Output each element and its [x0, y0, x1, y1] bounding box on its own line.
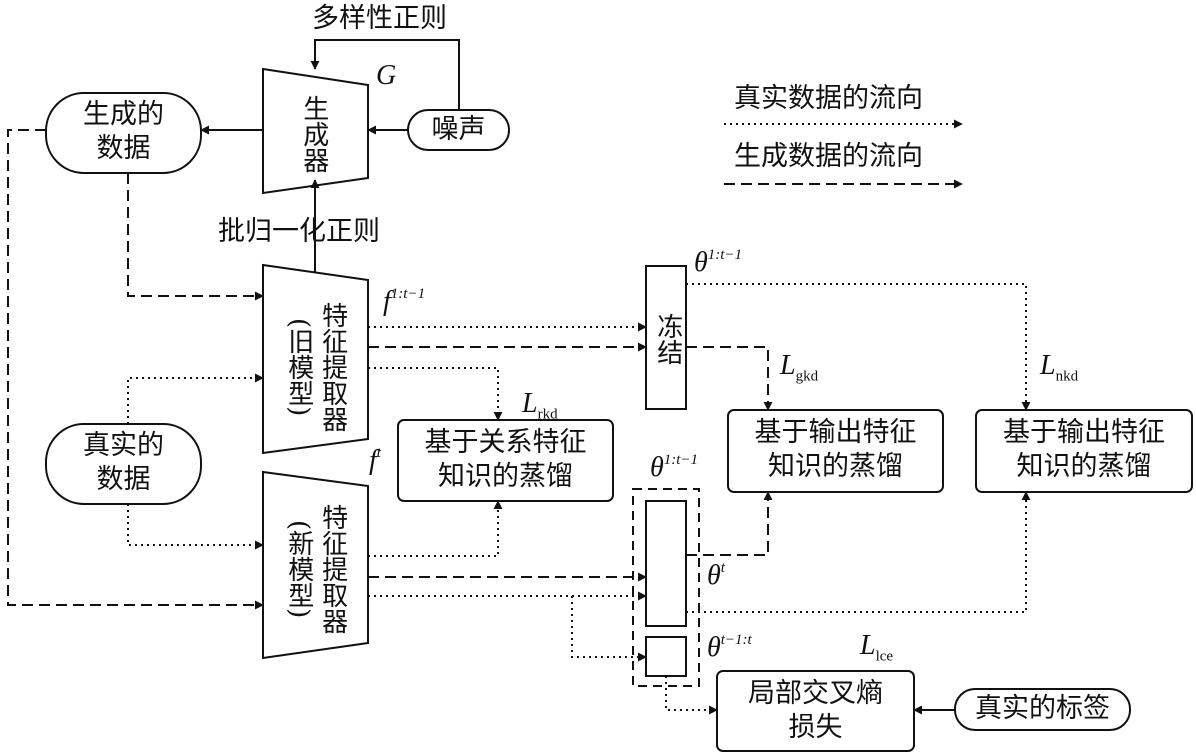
head-to-gkd-arrow: [686, 491, 773, 556]
output-distill-label-g: 基于输出特征 知识的蒸馏: [754, 417, 917, 482]
output-distill-box-n: [975, 409, 1193, 493]
new-head-old-classes: [645, 500, 687, 627]
output-distill-label-n: 基于输出特征 知识的蒸馏: [1003, 417, 1165, 482]
relation-distill-box: [397, 419, 614, 502]
new-head-group: [632, 488, 700, 687]
real-data-node: [45, 423, 202, 505]
legend-real-flow-label: 真实数据的流向: [734, 83, 923, 114]
relation-distill-label: 基于关系特征 知识的蒸馏: [424, 427, 587, 492]
theta-t-label: θt: [707, 560, 725, 591]
diversity-reg-label: 多样性正则: [312, 3, 447, 34]
head-to-nkd-arrow: [686, 491, 1031, 613]
new-extractor-label: 特征提取器 (新模型): [283, 504, 348, 634]
legend-generated-flow-label: 生成数据的流向: [734, 141, 923, 172]
new-ext-to-rkd-arrow: [368, 500, 503, 557]
noise-label: 噪声: [431, 114, 486, 145]
generated-data-label: 生成的 数据: [83, 99, 164, 164]
real-labels-label: 真实的标签: [975, 693, 1110, 724]
new-head-new-classes: [645, 636, 687, 677]
old-extractor-label: 特征提取器 (旧模型): [283, 302, 348, 432]
old-extractor-shape: [262, 263, 369, 455]
theta-old-box-label: θ1:t−1: [650, 452, 699, 483]
theta-old-top-label: θ1:t−1: [694, 247, 743, 278]
freeze-label: 冻结: [652, 313, 683, 365]
generator-shape: [262, 67, 369, 195]
f-old-label: f1:t−1: [383, 286, 426, 317]
real-to-old-extractor-arrow: [127, 373, 264, 424]
generator-label: 生成器: [298, 95, 329, 173]
f-new-label: ft: [369, 445, 381, 476]
freeze-block: [645, 265, 687, 410]
local-ce-label: 局部交叉熵 损失: [748, 678, 883, 743]
output-distill-box-g: [727, 409, 944, 493]
theta-tm1-label: θt−1:t: [707, 632, 752, 663]
L-lce-label: Llce: [860, 630, 894, 665]
L-rkd-label: Lrkd: [522, 388, 558, 423]
generator-symbol: G: [376, 60, 397, 91]
gen-to-old-extractor-arrow: [127, 173, 264, 301]
new-ext-to-new-classes-arrow: [571, 596, 647, 662]
diversity-reg-arrow: [310, 39, 460, 110]
real-to-new-extractor-arrow: [127, 504, 264, 550]
gen-to-new-extractor-arrow: [7, 129, 264, 610]
new-classes-to-loss-arrow: [665, 676, 718, 715]
bn-reg-label: 批归一化正则: [218, 216, 380, 247]
L-gkd-label: Lgkd: [780, 350, 819, 385]
freeze-to-gkd-arrow: [686, 346, 773, 411]
real-data-label: 真实的 数据: [83, 430, 164, 495]
old-ext-to-rkd-arrow: [368, 367, 503, 421]
L-nkd-label: Lnkd: [1040, 350, 1079, 385]
new-extractor-shape: [262, 470, 369, 660]
